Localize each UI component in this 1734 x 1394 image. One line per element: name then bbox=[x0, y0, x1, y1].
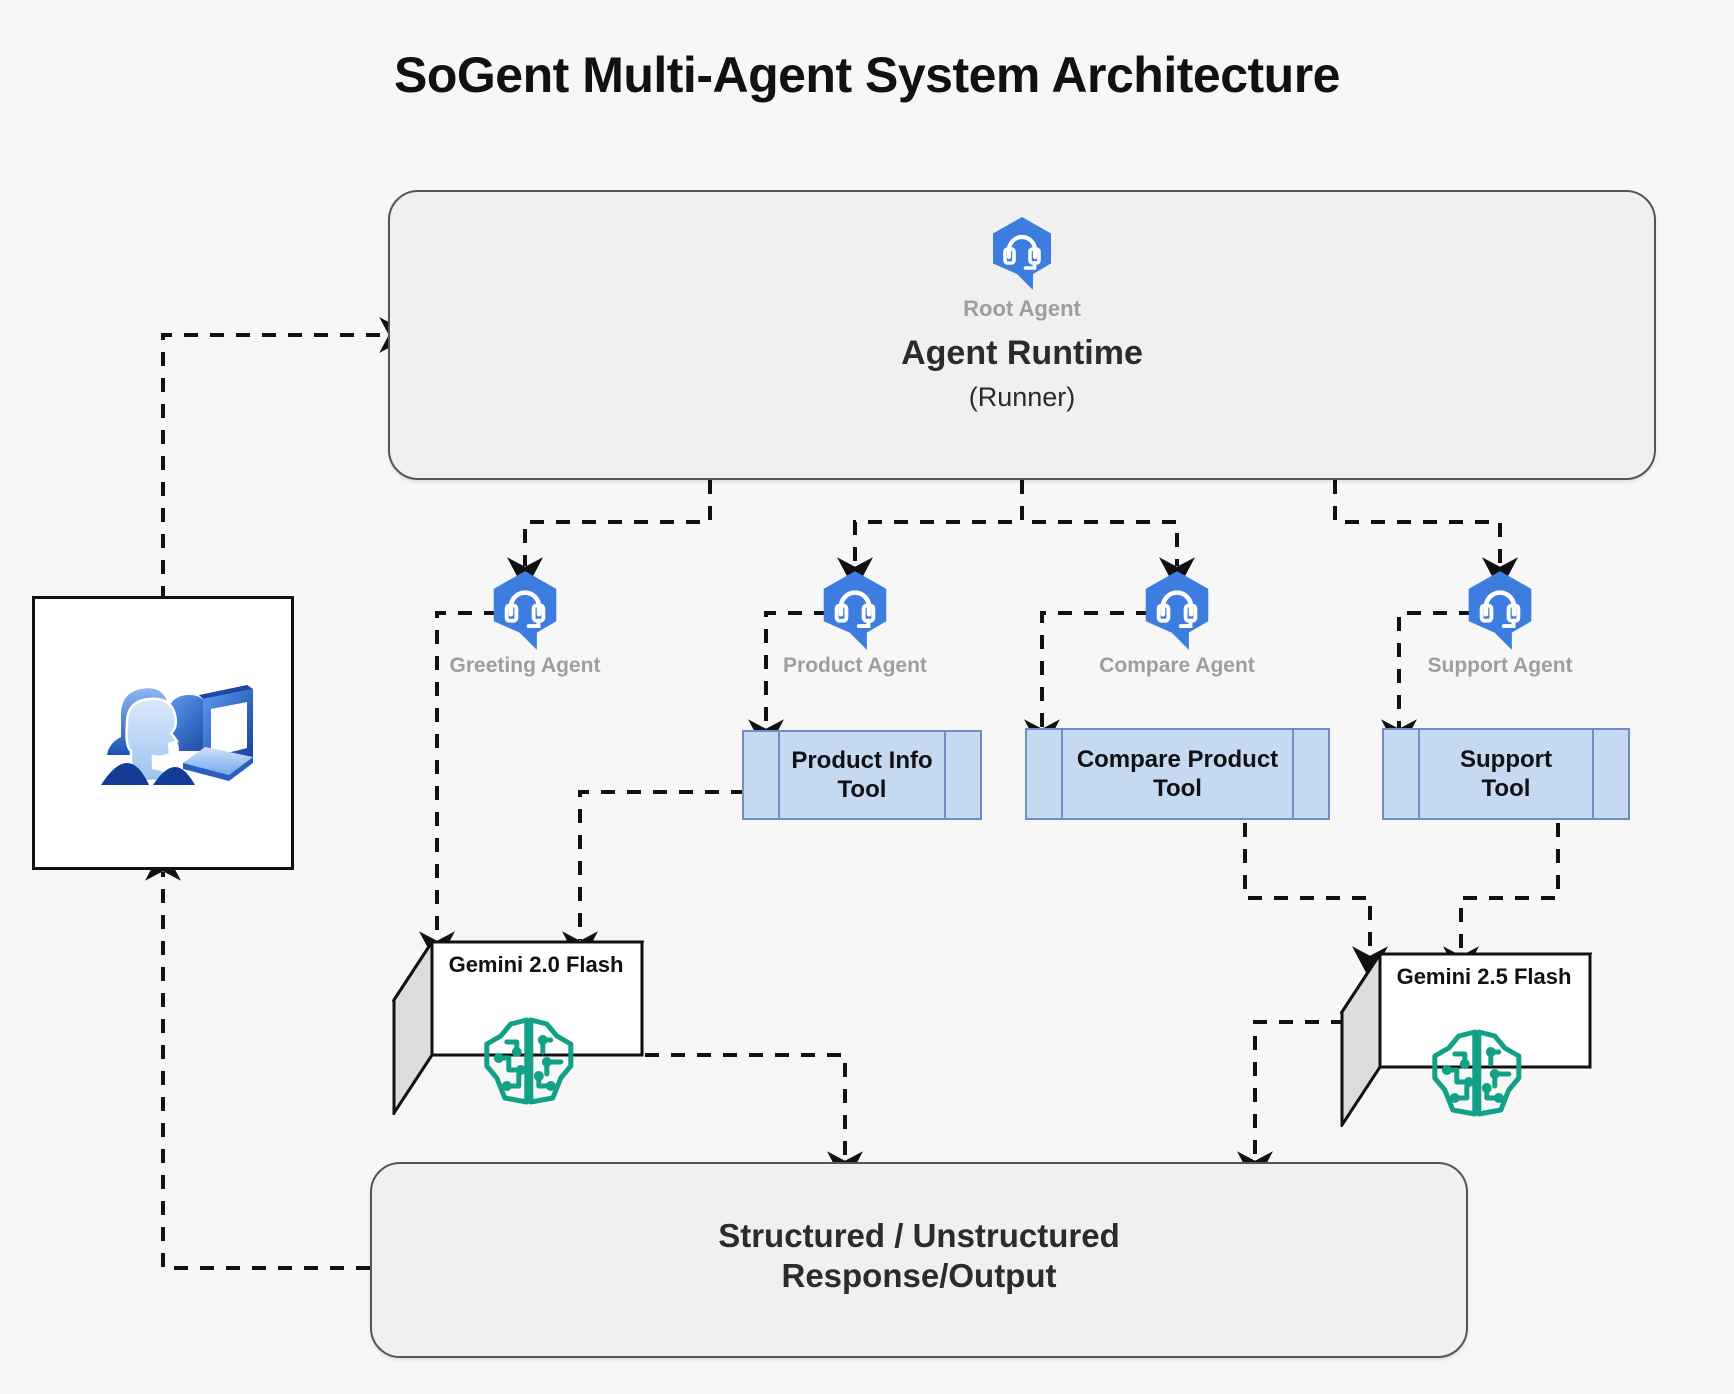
root-agent-label: Root Agent bbox=[963, 296, 1081, 321]
edge-user-to-runtime bbox=[161, 317, 414, 600]
agent-headset-icon bbox=[1468, 571, 1532, 650]
tool-label: Support Tool bbox=[1454, 745, 1558, 804]
agent-headset-icon bbox=[493, 571, 557, 650]
component-bar-right bbox=[1592, 728, 1594, 820]
output-line1: Structured / Unstructured bbox=[718, 1217, 1120, 1254]
model-label: Gemini 2.5 Flash bbox=[1396, 964, 1572, 989]
sub-agent-label: Product Agent bbox=[783, 654, 927, 677]
output-line2: Response/Output bbox=[781, 1257, 1057, 1295]
model-gemini-25-flash[interactable]: Gemini 2.5 Flash bbox=[1340, 952, 1592, 1127]
node-3d-shape bbox=[392, 940, 644, 1115]
tool-label-line1: Support bbox=[1460, 745, 1552, 773]
tool-label-line1: Product Info bbox=[791, 746, 933, 774]
sub-agent-greeting[interactable]: Greeting Agent bbox=[445, 570, 605, 678]
agent-headset-icon bbox=[823, 571, 887, 650]
agent-runtime-title: Agent Runtime bbox=[901, 334, 1143, 372]
user-actor-box[interactable] bbox=[32, 596, 294, 870]
sub-agent-compare[interactable]: Compare Agent bbox=[1097, 570, 1257, 678]
users-laptop-icon bbox=[101, 685, 253, 785]
sub-agent-support[interactable]: Support Agent bbox=[1420, 570, 1580, 678]
tool-label-line2: Tool bbox=[1481, 775, 1531, 802]
tool-product-info[interactable]: Product Info Tool bbox=[742, 730, 982, 820]
output-text: Structured / Unstructured Response/Outpu… bbox=[372, 1216, 1466, 1297]
output-panel[interactable]: Structured / Unstructured Response/Outpu… bbox=[370, 1162, 1468, 1358]
tool-label: Product Info Tool bbox=[785, 746, 938, 805]
edge-gemini25-to-output bbox=[1237, 1020, 1345, 1186]
tool-label: Compare Product Tool bbox=[1071, 745, 1284, 804]
edge-product-tool-to-gemini20 bbox=[562, 790, 745, 966]
edge-runtime-to-greeting bbox=[507, 480, 712, 592]
model-gemini-20-flash[interactable]: Gemini 2.0 Flash bbox=[392, 940, 644, 1115]
tool-label-line2: Tool bbox=[837, 776, 887, 803]
tool-label-line2: Tool bbox=[1153, 775, 1202, 802]
edge-support-tool-to-gemini25 bbox=[1443, 823, 1560, 981]
component-bar-right bbox=[1292, 728, 1294, 820]
sub-agent-label: Compare Agent bbox=[1099, 654, 1255, 677]
brain-circuit-icon bbox=[484, 1017, 574, 1105]
agent-headset-icon bbox=[993, 217, 1051, 290]
edge-runtime-to-product bbox=[837, 480, 1024, 592]
sub-agent-label: Greeting Agent bbox=[449, 654, 601, 677]
edge-runtime-to-support bbox=[1333, 480, 1518, 592]
component-bar-right bbox=[944, 730, 946, 820]
agent-runtime-subtitle: (Runner) bbox=[968, 382, 1076, 412]
edge-output-to-user bbox=[145, 846, 370, 1270]
tool-compare-product[interactable]: Compare Product Tool bbox=[1025, 728, 1330, 820]
component-bar-left bbox=[778, 730, 780, 820]
agent-headset-icon bbox=[1145, 571, 1209, 650]
page-title: SoGent Multi-Agent System Architecture bbox=[394, 47, 1340, 103]
node-3d-shape bbox=[1340, 952, 1592, 1127]
tool-label-line1: Compare Product bbox=[1076, 745, 1279, 773]
model-label: Gemini 2.0 Flash bbox=[448, 952, 624, 977]
sub-agent-product[interactable]: Product Agent bbox=[775, 570, 935, 678]
brain-circuit-icon bbox=[1432, 1029, 1522, 1117]
edge-compare-tool-to-gemini25 bbox=[1243, 823, 1388, 981]
component-bar-left bbox=[1061, 728, 1063, 820]
agent-runtime-panel[interactable]: Root Agent Agent Runtime (Runner) bbox=[388, 190, 1656, 480]
component-bar-left bbox=[1418, 728, 1420, 820]
tool-support[interactable]: Support Tool bbox=[1382, 728, 1630, 820]
edge-runtime-to-compare bbox=[1020, 480, 1195, 592]
sub-agent-label: Support Agent bbox=[1427, 654, 1573, 677]
edge-gemini20-to-output bbox=[645, 1053, 863, 1186]
